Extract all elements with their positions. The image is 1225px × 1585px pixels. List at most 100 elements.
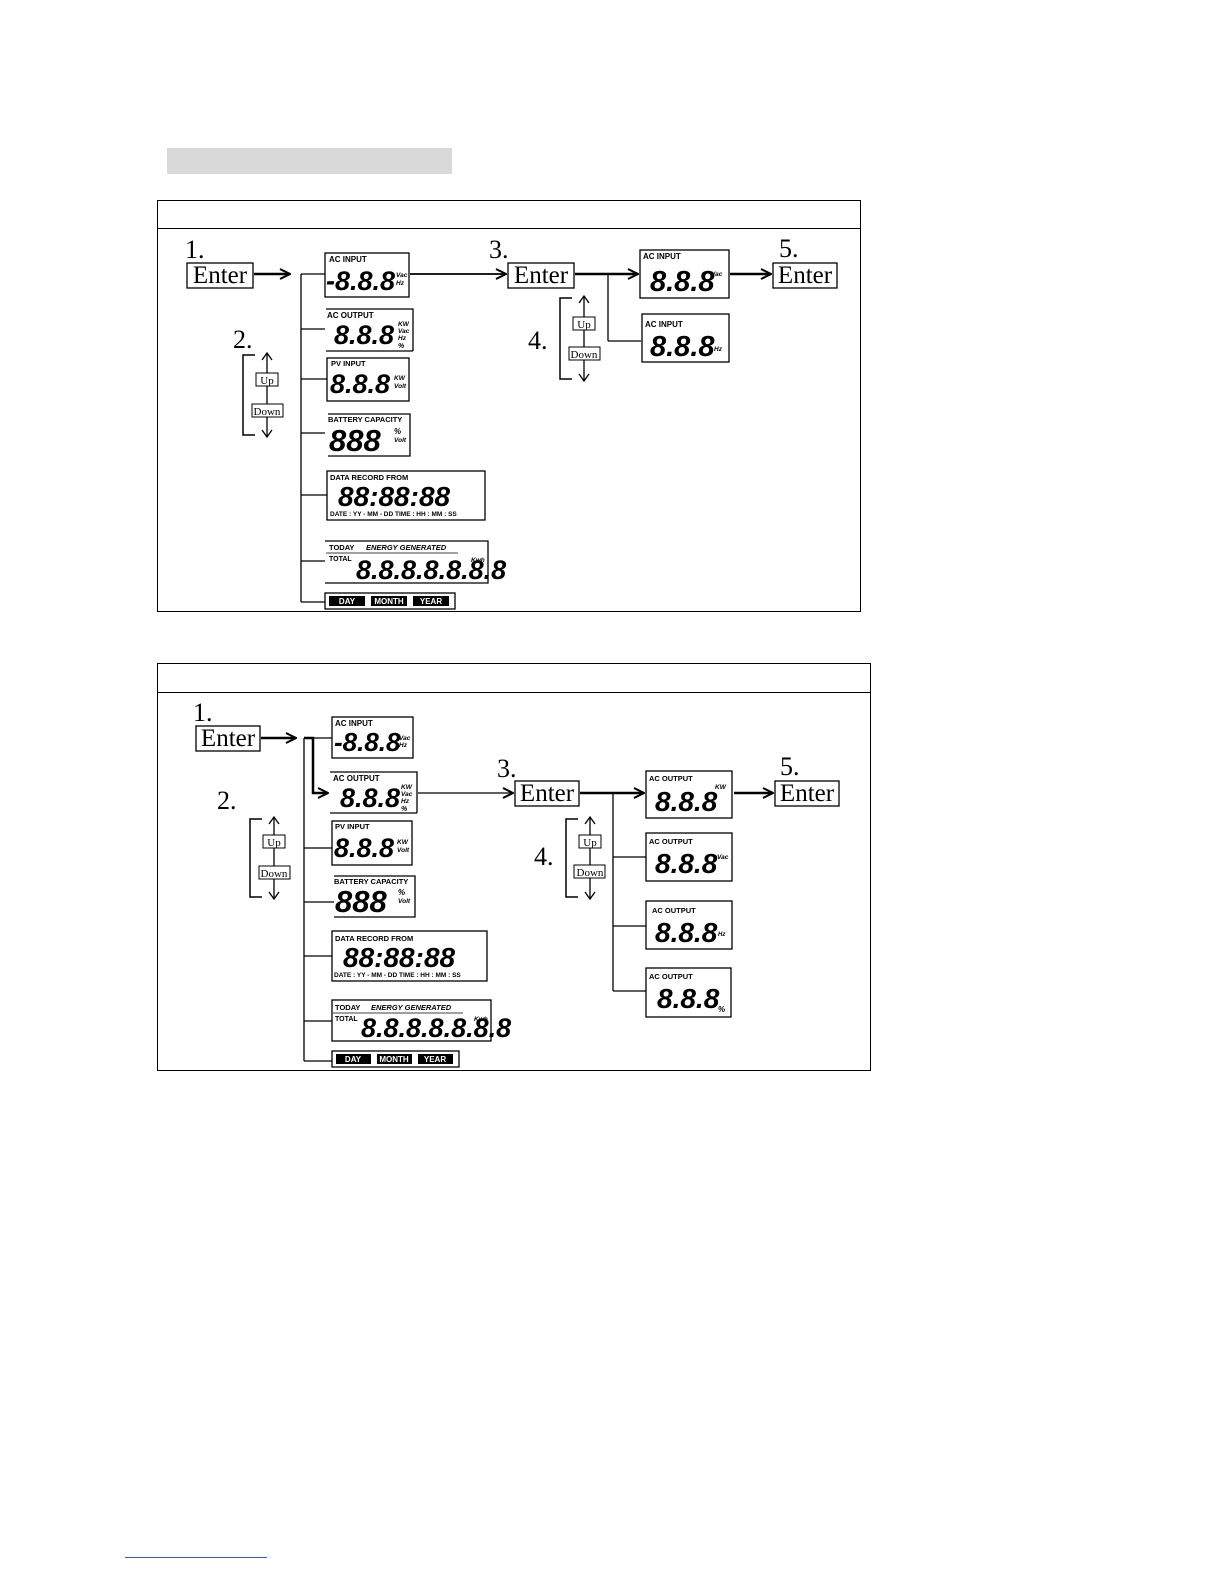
lcd-ac-input-vac: AC INPUT 8.8.8 Vac — [639, 249, 730, 299]
enter-button[interactable]: Enter — [772, 262, 838, 289]
svg-text:8.8.8: 8.8.8 — [655, 848, 718, 879]
footer-link-underline[interactable] — [125, 1557, 267, 1558]
down-button[interactable]: Down — [568, 346, 601, 361]
lcd-energy-generated: TODAY ENERGY GENERATED TOTAL 8.8.8.8.8.8… — [331, 999, 511, 1043]
svg-text:8.8.8: 8.8.8 — [657, 983, 720, 1014]
up-down-selector: Up Down — [559, 294, 601, 383]
svg-text:888: 888 — [329, 423, 381, 458]
svg-text:Enter: Enter — [778, 262, 833, 289]
svg-text:Vac: Vac — [711, 271, 723, 278]
down-button[interactable]: Down — [573, 864, 606, 879]
down-arrow-icon — [578, 373, 590, 383]
svg-text:88:88:88: 88:88:88 — [343, 942, 456, 973]
svg-text:Vac: Vac — [398, 328, 410, 335]
svg-text:Up: Up — [577, 319, 591, 331]
svg-text:%: % — [398, 343, 405, 350]
step-2-label: 2. — [217, 786, 237, 815]
svg-text:Vac: Vac — [401, 791, 413, 798]
svg-text:8.8.8: 8.8.8 — [650, 331, 715, 363]
svg-text:Down: Down — [577, 867, 604, 879]
svg-text:Down: Down — [261, 868, 288, 880]
down-button[interactable]: Down — [258, 865, 291, 880]
svg-text:DATA RECORD FROM: DATA RECORD FROM — [335, 934, 413, 943]
svg-text:Down: Down — [254, 406, 281, 418]
svg-text:AC OUTPUT: AC OUTPUT — [649, 972, 693, 981]
svg-text:KW: KW — [715, 784, 727, 791]
svg-text:8.8.8: 8.8.8 — [655, 917, 718, 948]
ac-output-flow-diagram: 1. Enter 2. Up Down — [193, 698, 840, 1068]
lcd-ac-input-hz: AC INPUT 8.8.8 Hz — [641, 313, 730, 363]
year-label: YEAR — [424, 1055, 446, 1064]
svg-text:Hz: Hz — [399, 742, 408, 749]
lcd-pv-input: PV INPUT 8.8.8 KW Volt — [326, 357, 410, 402]
lcd-period-selector: DAY MONTH YEAR — [324, 592, 456, 610]
ac-input-flow-panel: 1. Enter 2. Up Down — [157, 200, 861, 612]
svg-text:Enter: Enter — [520, 780, 575, 807]
lcd-battery-capacity: BATTERY CAPACITY 888 % Volt — [334, 875, 416, 919]
svg-text:8.8.8.8.8.8.8: 8.8.8.8.8.8.8 — [356, 555, 506, 585]
svg-text:BATTERY CAPACITY: BATTERY CAPACITY — [328, 415, 402, 424]
up-button[interactable]: Up — [255, 372, 279, 387]
svg-text:-8.8.8: -8.8.8 — [334, 727, 401, 757]
month-label: MONTH — [374, 597, 404, 606]
svg-text:DATA RECORD FROM: DATA RECORD FROM — [330, 473, 408, 482]
lcd-ac-input: AC INPUT -8.8.8 Vac Hz — [331, 716, 414, 759]
step-5-label: 5. — [780, 752, 800, 781]
svg-text:%: % — [398, 888, 405, 897]
lcd-battery-capacity: BATTERY CAPACITY 888 % Volt — [328, 413, 411, 458]
menu-tree-lines — [300, 273, 641, 603]
ac-input-flow-diagram: 1. Enter 2. Up Down — [185, 234, 838, 610]
svg-text:Kwh: Kwh — [471, 557, 485, 564]
svg-text:%: % — [394, 427, 401, 436]
svg-text:AC OUTPUT: AC OUTPUT — [649, 774, 693, 783]
svg-text:8.8.8: 8.8.8 — [655, 786, 718, 817]
svg-text:KW: KW — [397, 839, 409, 846]
svg-text:%: % — [718, 1005, 725, 1014]
panel-header — [158, 201, 860, 229]
step-4-label: 4. — [534, 842, 554, 871]
day-label: DAY — [339, 597, 356, 606]
step-3-label: 3. — [489, 235, 509, 264]
svg-text:Up: Up — [267, 837, 281, 849]
svg-text:888: 888 — [335, 884, 387, 919]
svg-text:-8.8.8: -8.8.8 — [326, 266, 395, 296]
up-button[interactable]: Up — [578, 834, 602, 849]
svg-text:DATE : YY - MM - DD TIME : HH: DATE : YY - MM - DD TIME : HH : MM : SS — [334, 972, 461, 979]
enter-button[interactable]: Enter — [507, 262, 575, 289]
month-label: MONTH — [379, 1055, 409, 1064]
svg-text:TODAY: TODAY — [335, 1003, 360, 1012]
step-2-label: 2. — [233, 325, 253, 354]
svg-text:KW: KW — [394, 375, 406, 382]
up-button[interactable]: Up — [262, 834, 286, 849]
svg-text:AC INPUT: AC INPUT — [645, 320, 683, 329]
svg-text:8.8.8: 8.8.8 — [650, 266, 715, 298]
svg-text:AC INPUT: AC INPUT — [329, 255, 367, 264]
down-arrow-icon — [268, 891, 280, 901]
lcd-ac-output: AC OUTPUT 8.8.8 KW Vac Hz % — [326, 308, 414, 352]
svg-text:AC OUTPUT: AC OUTPUT — [652, 906, 696, 915]
svg-text:Kwh: Kwh — [474, 1016, 488, 1023]
up-button[interactable]: Up — [572, 316, 596, 331]
svg-text:Enter: Enter — [201, 725, 256, 752]
enter-button[interactable]: Enter — [774, 780, 840, 807]
lcd-pv-input: PV INPUT 8.8.8 KW Volt — [331, 820, 413, 866]
svg-text:8.8.8.8.8.8.8: 8.8.8.8.8.8.8 — [361, 1013, 511, 1043]
svg-text:Hz: Hz — [718, 932, 725, 938]
lcd-ac-output-kw: AC OUTPUT 8.8.8 KW — [645, 770, 733, 819]
up-down-selector: Up Down — [565, 815, 606, 901]
svg-text:KW: KW — [401, 784, 413, 791]
up-down-selector: Up Down — [249, 815, 291, 901]
up-arrow-icon — [268, 815, 280, 825]
lcd-data-record: DATA RECORD FROM 88:88:88 DATE : YY - MM… — [326, 470, 486, 521]
enter-button[interactable]: Enter — [195, 725, 261, 752]
year-label: YEAR — [420, 597, 442, 606]
arrow-to-ac-output — [304, 736, 328, 793]
enter-button[interactable]: Enter — [514, 780, 580, 807]
svg-text:Hz: Hz — [714, 346, 723, 353]
down-button[interactable]: Down — [251, 403, 284, 418]
svg-text:Vac: Vac — [717, 854, 729, 861]
svg-text:8.8.8: 8.8.8 — [334, 833, 394, 863]
svg-text:BATTERY CAPACITY: BATTERY CAPACITY — [334, 877, 408, 886]
enter-button[interactable]: Enter — [186, 262, 254, 289]
svg-text:8.8.8: 8.8.8 — [334, 320, 394, 350]
